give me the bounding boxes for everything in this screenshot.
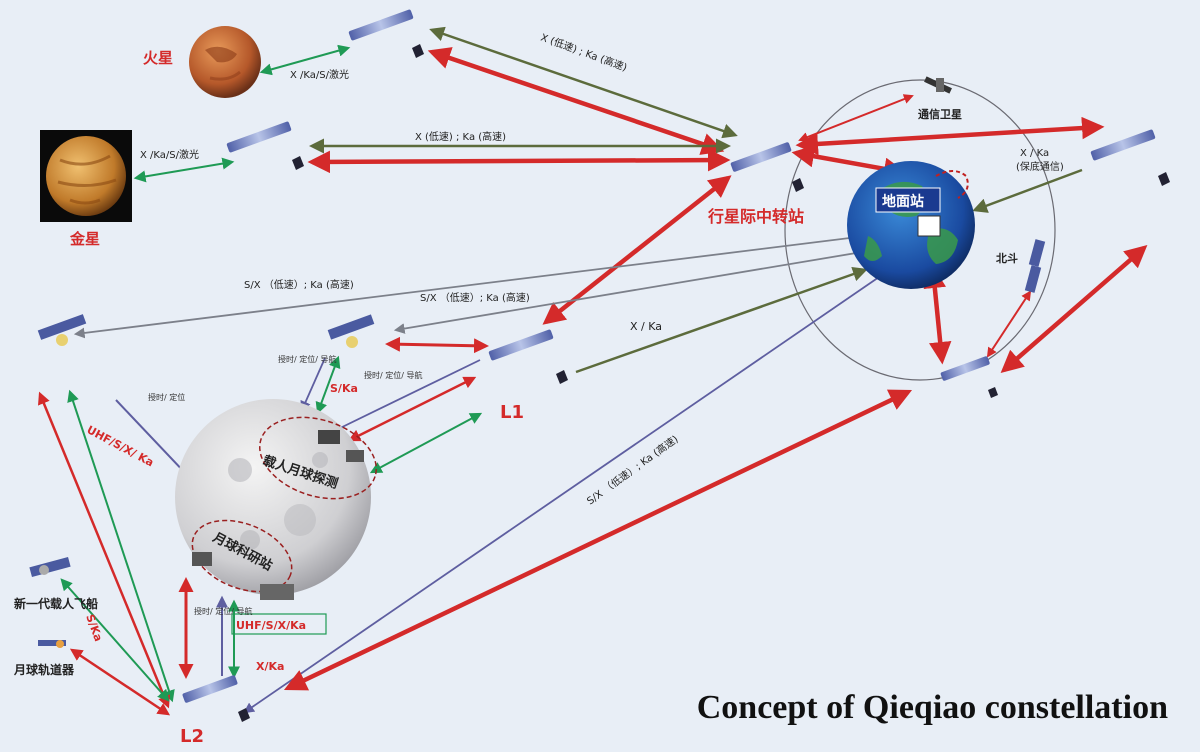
label-venus: 金星: [69, 230, 100, 248]
label-l2: L2: [180, 726, 204, 747]
label-uhf-box: UHF/S/X/Ka: [236, 619, 306, 632]
relay-sat-l1: [488, 329, 568, 384]
arrow-orbiter-l2: [69, 648, 171, 716]
arrow-sat-moon-purple: [300, 357, 326, 412]
relay-sat-interplanetary: [730, 142, 804, 192]
arrow-sat-moon-green: [315, 355, 341, 415]
beidou-sat-icon: [1024, 239, 1046, 293]
arrow-relay-commsat: [798, 94, 914, 142]
label-l1-earth: X / Ka: [630, 320, 662, 333]
label-new-craft: 新一代载人飞船: [14, 596, 98, 611]
label-backup-ka: X / Ka: [1020, 148, 1049, 159]
label-comm-sat: 通信卫星: [918, 107, 962, 121]
ground-station-box: [875, 187, 941, 213]
arrow-l1-lander-green: [369, 412, 483, 474]
mars: [189, 26, 261, 98]
label-s-ka-left: S/Ka: [83, 613, 105, 644]
relay-sat-mars: [348, 9, 424, 58]
relay-sat-venus: [226, 121, 304, 170]
crewed-landing-zone: [258, 416, 378, 500]
uhf-box-frame: [231, 613, 327, 635]
arrow-mars-green: [259, 44, 351, 76]
label-x-ka-l2: X/Ka: [256, 660, 284, 673]
lander-sat-mid: [327, 314, 375, 348]
label-timing-l2: 授时/ 定位/ 导航: [194, 606, 252, 616]
label-mars-link: X /Ka/S/激光: [290, 68, 349, 81]
label-middle-rate: X (低速) ; Ka (高速): [415, 130, 506, 143]
moon-image: [175, 399, 371, 595]
label-l1: L1: [500, 402, 524, 423]
arrow-beidou-relay: [986, 290, 1032, 358]
relay-sat-right: [1090, 129, 1170, 186]
earth-orbit-ring: [784, 79, 1056, 381]
arrow-middle-red: [307, 148, 731, 174]
arrow-backup-olive: [972, 168, 1083, 213]
label-relay-station: 行星际中转站: [707, 207, 804, 226]
arrow-earth-down: [923, 265, 952, 365]
arrow-grey-l1: [393, 245, 899, 334]
satellites: [29, 9, 1170, 722]
label-long-grey: S/X （低速）; Ka (高速): [244, 278, 354, 291]
label-lunar-orbiter: 月球轨道器: [13, 662, 75, 677]
arrow-l1-earth: [575, 266, 868, 374]
label-upper-rate: X (低速) ; Ka (高速): [539, 31, 629, 74]
label-timing-left: 授时/ 定位: [148, 392, 185, 402]
label-l1-grey: S/X （低速）; Ka (高速): [420, 291, 530, 304]
arrow-upper-olive: [429, 26, 738, 139]
relay-sat-l2: [182, 675, 250, 722]
figure-title: Concept of Qieqiao constellation: [697, 689, 1168, 726]
label-beidou: 北斗: [996, 251, 1018, 265]
arrow-relay-l1: [542, 175, 732, 325]
label-backup-note: (保底通信): [1016, 160, 1064, 173]
arrow-l1-purple: [330, 359, 481, 434]
label-timing-mid: 授时/ 定位/ 导航: [278, 354, 336, 364]
arrow-l1-sat-red: [385, 336, 489, 354]
label-timing-l1: 授时/ 定位/ 导航: [364, 370, 422, 380]
label-mars: 火星: [143, 49, 173, 67]
arrow-upper-red: [427, 47, 725, 155]
earth: [847, 161, 975, 289]
label-venus-link: X /Ka/S/激光: [140, 148, 199, 161]
relay-sat-earth-low: [940, 356, 998, 398]
lander-sat-left: [37, 314, 87, 346]
arrow-grey-left: [73, 231, 899, 339]
arrow-right-long: [1000, 245, 1148, 373]
lander-vehicles: [192, 430, 364, 600]
arrow-relay-right: [795, 116, 1105, 156]
new-craft-icon: [29, 556, 71, 578]
label-s-ka-l1: S/Ka: [330, 382, 358, 395]
ground-station-icon: [917, 215, 941, 237]
orbiter-icon: [38, 640, 66, 648]
comm-sat-icon: [924, 76, 952, 94]
arrow-venus-green: [133, 157, 235, 183]
venus: [40, 130, 132, 222]
arrow-l1-moon-red: [347, 376, 477, 442]
label-earth-station: 地面站: [882, 193, 924, 210]
earth-image: [847, 161, 975, 289]
arrow-craft-l2: [60, 578, 170, 702]
arrow-l2-diagonal: [283, 389, 913, 691]
link-arrows: [38, 26, 1148, 716]
lunar-station-zone: [191, 519, 293, 593]
moon: [175, 399, 371, 595]
venus-image: [46, 136, 126, 216]
